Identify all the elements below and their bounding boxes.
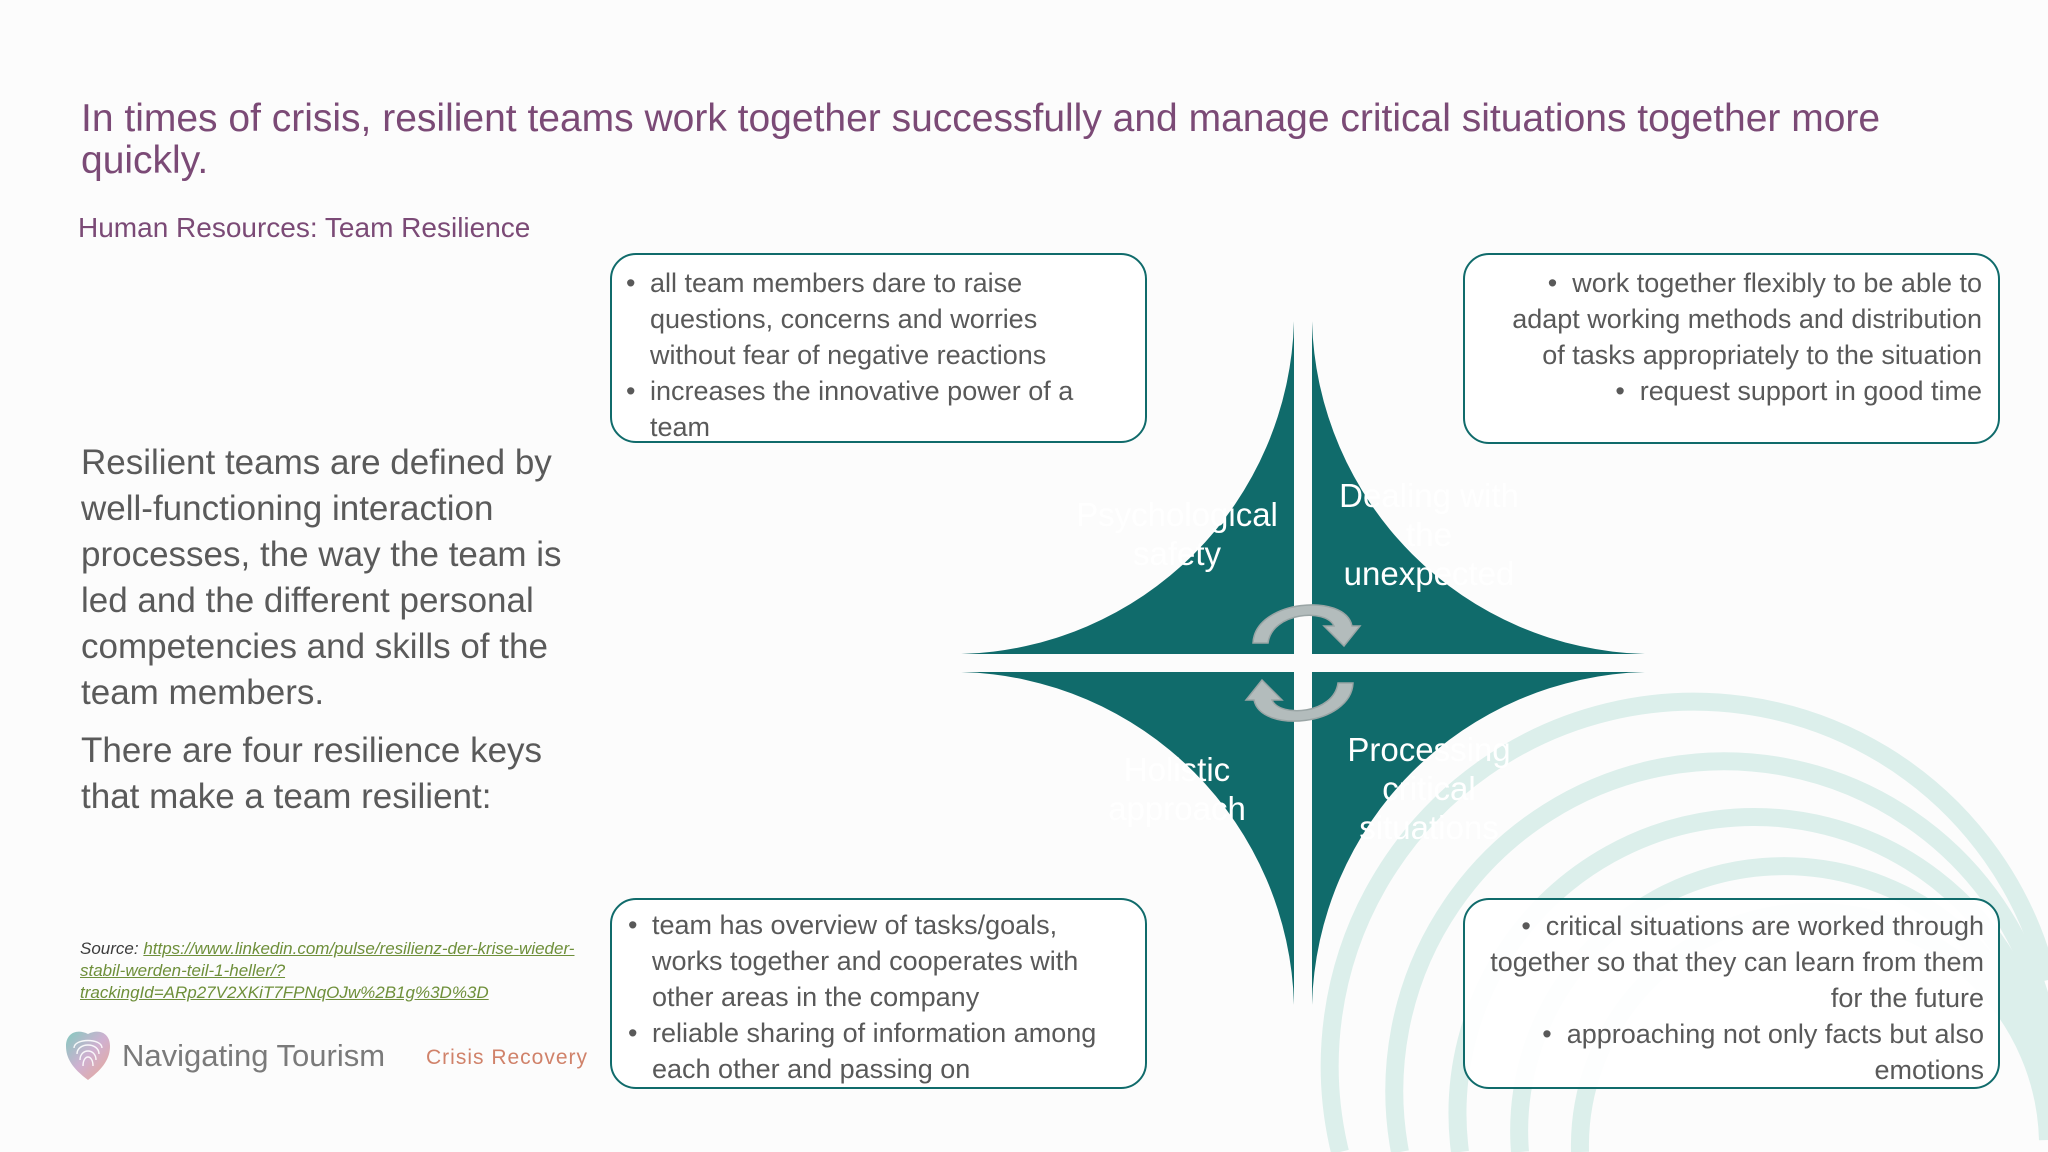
logo-name: Navigating Tourism bbox=[122, 1038, 386, 1073]
callout-bullet: reliable sharing of information among ea… bbox=[628, 1015, 1131, 1087]
callout-dealing-with-unexpected: work together flexibly to be able to ada… bbox=[1463, 253, 2000, 444]
quadrant-holistic-approach bbox=[961, 672, 1294, 1005]
intro-paragraph: There are four resilience keys that make… bbox=[81, 731, 543, 816]
quadrant-label-line: Dealing with bbox=[1339, 477, 1519, 514]
fingerprint-heart-icon bbox=[66, 1031, 110, 1080]
slide-title: In times of crisis, resilient teams work… bbox=[81, 97, 1881, 182]
quadrant-label-line: Processing bbox=[1347, 731, 1511, 768]
quadrant-label-line: Holistic bbox=[1123, 751, 1231, 788]
callout-bullet: request support in good time bbox=[1485, 373, 1982, 409]
cycle-arrow-bottom-icon bbox=[1244, 678, 1354, 722]
quadrant-label-line: unexpected bbox=[1343, 555, 1515, 592]
quadrant-processing-critical-situations bbox=[1312, 672, 1645, 1005]
quadrant-label-line: approach bbox=[1108, 790, 1246, 827]
callout-bullet: critical situations are worked through t… bbox=[1485, 908, 1984, 1016]
cycle-arrow-top-icon bbox=[1252, 604, 1362, 648]
logo-tagline: Crisis Recovery bbox=[426, 1046, 589, 1069]
callout-bullet: team has overview of tasks/goals, works … bbox=[628, 907, 1131, 1015]
source-citation: Source: https://www.linkedin.com/pulse/r… bbox=[80, 938, 600, 1004]
callout-processing-critical-situations: critical situations are worked through t… bbox=[1463, 898, 2000, 1089]
slide-subtitle: Human Resources: Team Resilience bbox=[78, 212, 531, 243]
callout-bullet: approaching not only facts but also emot… bbox=[1485, 1016, 1984, 1088]
intro-text: Resilient teams are defined by well-func… bbox=[81, 440, 591, 832]
quadrant-label-processing-critical-situations: Processing critical situations bbox=[1319, 730, 1539, 847]
quadrant-label-dealing-with-unexpected: Dealing with the unexpected bbox=[1319, 476, 1539, 593]
callout-psychological-safety: all team members dare to raise questions… bbox=[610, 253, 1147, 443]
quadrant-label-line: situations bbox=[1359, 809, 1499, 846]
callout-bullet: increases the innovative power of a team bbox=[626, 373, 1125, 445]
quadrant-label-psychological-safety: Psychological safety bbox=[1067, 495, 1287, 573]
callout-bullet: all team members dare to raise questions… bbox=[626, 265, 1125, 373]
quadrant-label-holistic-approach: Holistic approach bbox=[1067, 750, 1287, 828]
source-link[interactable]: https://www.linkedin.com/pulse/resilienz… bbox=[80, 939, 575, 1002]
navigating-tourism-logo: Navigating Tourism Crisis Recovery bbox=[64, 1024, 604, 1088]
callout-holistic-approach: team has overview of tasks/goals, works … bbox=[610, 898, 1147, 1089]
intro-paragraph: Resilient teams are defined by well-func… bbox=[81, 443, 562, 712]
quadrant-label-line: critical bbox=[1382, 770, 1476, 807]
quadrant-label-line: safety bbox=[1132, 535, 1222, 572]
source-label: Source: bbox=[80, 939, 139, 958]
quadrant-label-line: the bbox=[1406, 516, 1452, 553]
callout-bullet: work together flexibly to be able to ada… bbox=[1485, 265, 1982, 373]
quadrant-label-line: Psychological bbox=[1076, 496, 1278, 533]
quadrant-psychological-safety bbox=[961, 321, 1294, 654]
quadrant-dealing-with-unexpected bbox=[1312, 321, 1645, 654]
